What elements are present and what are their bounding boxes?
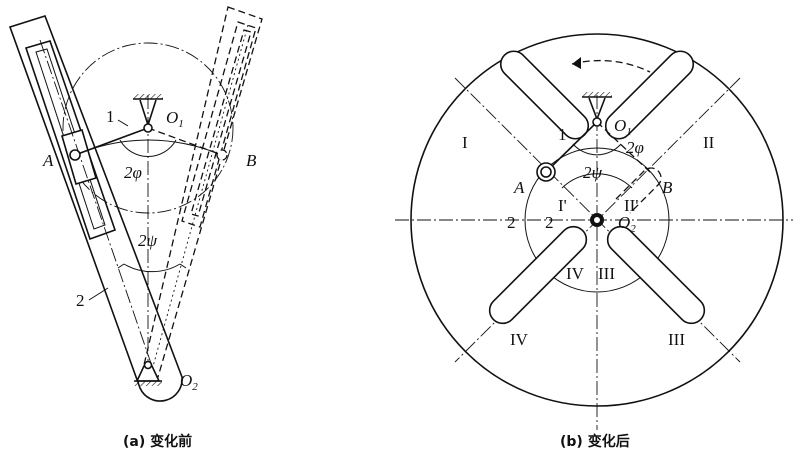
label-a-right: A [513, 178, 525, 197]
label-a: A [42, 151, 54, 170]
pivot-o2 [134, 360, 162, 386]
label-link-2: 2 [76, 291, 85, 310]
caption-after: (b) 变化后 [560, 433, 630, 450]
label-b-right: B [662, 178, 673, 197]
label-link-1-right: 1 [558, 125, 567, 144]
pin-a [69, 149, 81, 161]
label-angle-psi: 2ψ [138, 231, 158, 250]
label-o1-right: O1 [614, 116, 632, 138]
crank-arm-dashed [147, 127, 223, 156]
label-slot-III: III [668, 330, 685, 349]
label-angle-psi-right: 2ψ [583, 163, 603, 182]
label-o1: O1 [166, 108, 184, 130]
angle-psi-arc [123, 263, 181, 273]
label-link-1: 1 [106, 107, 115, 126]
label-b: B [246, 151, 257, 170]
label-angle-phi-right: 2φ [626, 138, 644, 157]
label-link-2b: 2 [545, 213, 554, 232]
slotted-link-dashed [143, 6, 263, 378]
label-slot-I: I [462, 133, 468, 152]
pivot-o1-right [582, 92, 612, 127]
label-inner-IV: IV [566, 264, 585, 283]
pin-b [216, 149, 228, 161]
label-slot-II: II [703, 133, 715, 152]
label-o2: O2 [180, 371, 198, 393]
crank-arm-right [545, 121, 598, 173]
label-slot-II-prime: II' [624, 196, 638, 215]
rotation-arrowhead [572, 57, 581, 69]
label-o2-right: O2 [618, 213, 636, 235]
slot-III [606, 225, 706, 325]
label-slot-IV: IV [510, 330, 529, 349]
diagram-before: O1 O2 A B 1 2 2φ 2ψ [8, 6, 263, 402]
label-angle-phi: 2φ [124, 163, 142, 182]
caption-before: (a) 变化前 [123, 433, 192, 450]
label-slot-I-prime: I' [558, 196, 567, 215]
angle-phi-arc [119, 139, 177, 157]
slotted-link-solid [8, 15, 183, 402]
diagram-after: O1 O2 A B 1 2φ 2ψ 2 2 I II III IV I' II'… [395, 33, 793, 430]
label-inner-III: III [598, 264, 615, 283]
slot-II [604, 50, 695, 140]
rotation-arrow [571, 59, 651, 73]
slot-IV [488, 225, 588, 325]
pivot-o1 [133, 94, 163, 133]
label-link-2a: 2 [507, 213, 516, 232]
